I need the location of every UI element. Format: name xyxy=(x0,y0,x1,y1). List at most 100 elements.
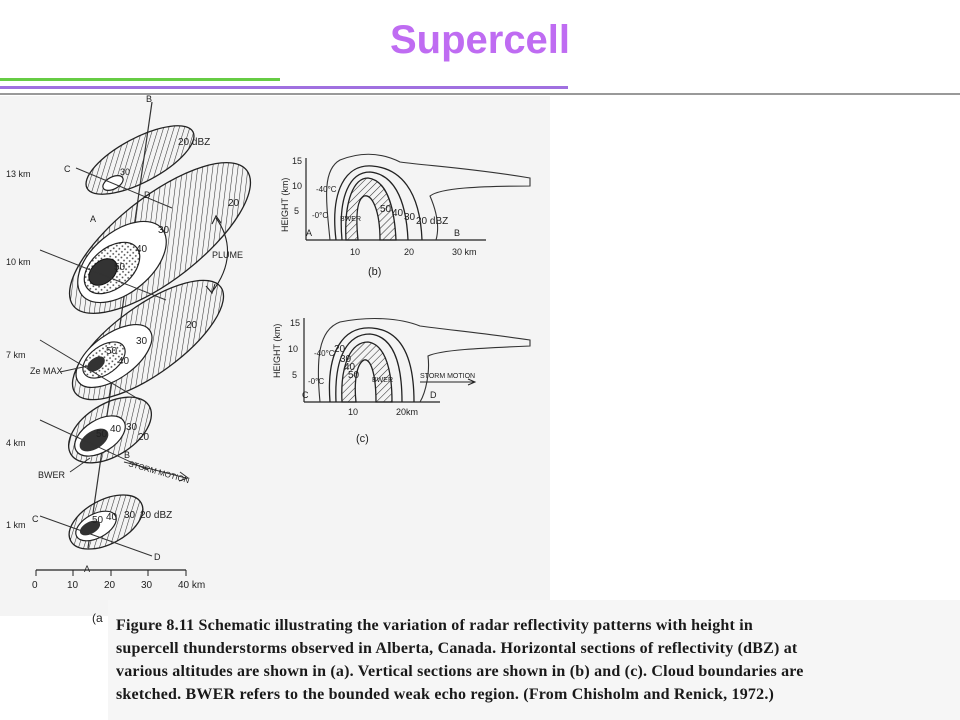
section-letter: D xyxy=(154,552,161,562)
bwer-label: BWER xyxy=(340,216,361,223)
contour-20 xyxy=(334,165,423,241)
contour-label: 20 xyxy=(334,344,346,355)
section-line-cd xyxy=(39,249,167,301)
contour-50 xyxy=(87,356,105,372)
section-letter: B xyxy=(124,450,130,460)
contour-20 xyxy=(328,327,415,403)
contour-label: 30 xyxy=(120,167,130,177)
x-tick-label: 10 xyxy=(67,580,79,591)
contour-50 xyxy=(88,258,118,286)
section-7km: 7 km Ze MAX 20 30 50 40 xyxy=(6,279,225,401)
contour-label: 30 xyxy=(124,510,136,521)
section-end: A xyxy=(306,228,312,238)
contour-label: 30 xyxy=(404,212,416,223)
contour-label: 40 xyxy=(136,244,148,255)
contour-label: 40 xyxy=(106,512,118,523)
caption-line: supercell thunderstorms observed in Albe… xyxy=(116,640,798,657)
contour-label: 20 xyxy=(186,320,198,331)
panel-b: HEIGHT (km) 15 10 5 BWER -40°C -0°C 50 4… xyxy=(280,153,531,278)
x-tick-label: 30 km xyxy=(452,247,477,257)
x-tick-label: 20 xyxy=(404,247,414,257)
y-tick-label: 5 xyxy=(294,206,299,216)
contour-label: 50 xyxy=(106,346,118,357)
contour-label: 20 xyxy=(228,198,240,209)
caption-line: Figure 8.11 Schematic illustrating the v… xyxy=(116,617,753,634)
contour-label: 30 xyxy=(158,225,170,236)
bwer-label: BWER xyxy=(38,470,66,480)
gray-rule xyxy=(0,93,960,95)
contour-label: 50 xyxy=(348,370,360,381)
section-line-cd xyxy=(39,515,153,557)
contour-label: 50 xyxy=(92,515,104,526)
contour-label: 20 dBZ xyxy=(178,137,210,148)
contour-label: 50 xyxy=(96,429,108,440)
x-tick-label: 10 xyxy=(348,407,358,417)
section-letter: A xyxy=(90,214,96,224)
contour-50 xyxy=(79,428,109,452)
caption-line: sketched. BWER refers to the bounded wea… xyxy=(116,686,775,703)
x-tick-label: 20km xyxy=(396,407,418,417)
altitude-label: 7 km xyxy=(6,350,26,360)
section-13km: 13 km 20 dBZ 30 B C D A xyxy=(6,94,210,224)
x-tick-label: 30 xyxy=(141,580,153,591)
contour-label: 40 xyxy=(344,362,356,373)
panel-a-x-axis: 0 10 20 30 40 km xyxy=(32,569,205,591)
section-end: C xyxy=(302,390,309,400)
contour-label: 40 xyxy=(118,356,130,367)
x-tick-label: 40 km xyxy=(178,580,205,591)
altitude-label: 1 km xyxy=(6,520,26,530)
panel-a: 13 km 20 dBZ 30 B C D A 10 km 20 30 40 5… xyxy=(6,94,252,625)
altitude-label: 4 km xyxy=(6,438,26,448)
section-letter: C xyxy=(64,164,71,174)
contour-30 xyxy=(340,171,409,241)
contour-label: 30 xyxy=(340,354,352,365)
purple-rule xyxy=(0,86,568,89)
y-tick-label: 15 xyxy=(292,156,302,166)
isotherm-label: -0°C xyxy=(312,211,328,220)
contour-label: 50 xyxy=(380,204,392,215)
contour-40-50 xyxy=(345,177,397,241)
panel-b-label: (b) xyxy=(368,266,381,278)
caption-scan-background xyxy=(108,600,960,720)
contour-label: 20 xyxy=(138,432,150,443)
green-rule xyxy=(0,78,280,81)
x-tick-label: 20 xyxy=(104,580,116,591)
y-tick-label: 10 xyxy=(288,344,298,354)
y-tick-label: 5 xyxy=(292,370,297,380)
y-tick-label: 15 xyxy=(290,318,300,328)
contour-label: 50 xyxy=(114,262,126,273)
y-axis-label: HEIGHT (km) xyxy=(272,324,282,378)
x-tick-label: 0 xyxy=(32,580,38,591)
y-axis-label: HEIGHT (km) xyxy=(280,178,290,232)
section-1km: 1 km 20 dBZ 30 40 50 C D A xyxy=(6,494,172,574)
ze-max-label: Ze MAX xyxy=(30,366,63,376)
plume-label: PLUME xyxy=(212,250,243,260)
section-end: B xyxy=(454,228,460,238)
panel-a-label: (a xyxy=(92,611,103,625)
cloud-boundary xyxy=(326,153,531,241)
contour-label: 20 dBZ xyxy=(416,216,448,227)
contour-label: 30 xyxy=(136,336,148,347)
section-line-cd xyxy=(39,339,141,401)
contour-30 xyxy=(335,333,403,403)
y-tick-label: 10 xyxy=(292,181,302,191)
contour-40-50 xyxy=(341,341,393,403)
isotherm-label: -40°C xyxy=(316,185,337,194)
contour-label: 30 xyxy=(126,422,138,433)
slide-title: Supercell xyxy=(389,18,571,62)
section-line-cd xyxy=(39,419,149,471)
section-10km: 10 km 20 30 40 50 xyxy=(6,161,252,315)
section-letter: B xyxy=(146,94,152,104)
altitude-label: 13 km xyxy=(6,169,31,179)
section-end: D xyxy=(430,390,437,400)
contour-label: 40 xyxy=(110,424,122,435)
section-letter: A xyxy=(84,564,90,574)
panel-c-label: (c) xyxy=(356,433,369,445)
contour-label: 40 xyxy=(392,208,404,219)
panel-c: HEIGHT (km) 15 10 5 BWER -40°C -0°C 20 3… xyxy=(272,317,531,445)
storm-motion-label: STORM MOTION xyxy=(420,373,475,380)
isotherm-label: -40°C xyxy=(314,349,335,358)
contour-label: 20 dBZ xyxy=(140,510,172,521)
x-tick-label: 10 xyxy=(350,247,360,257)
